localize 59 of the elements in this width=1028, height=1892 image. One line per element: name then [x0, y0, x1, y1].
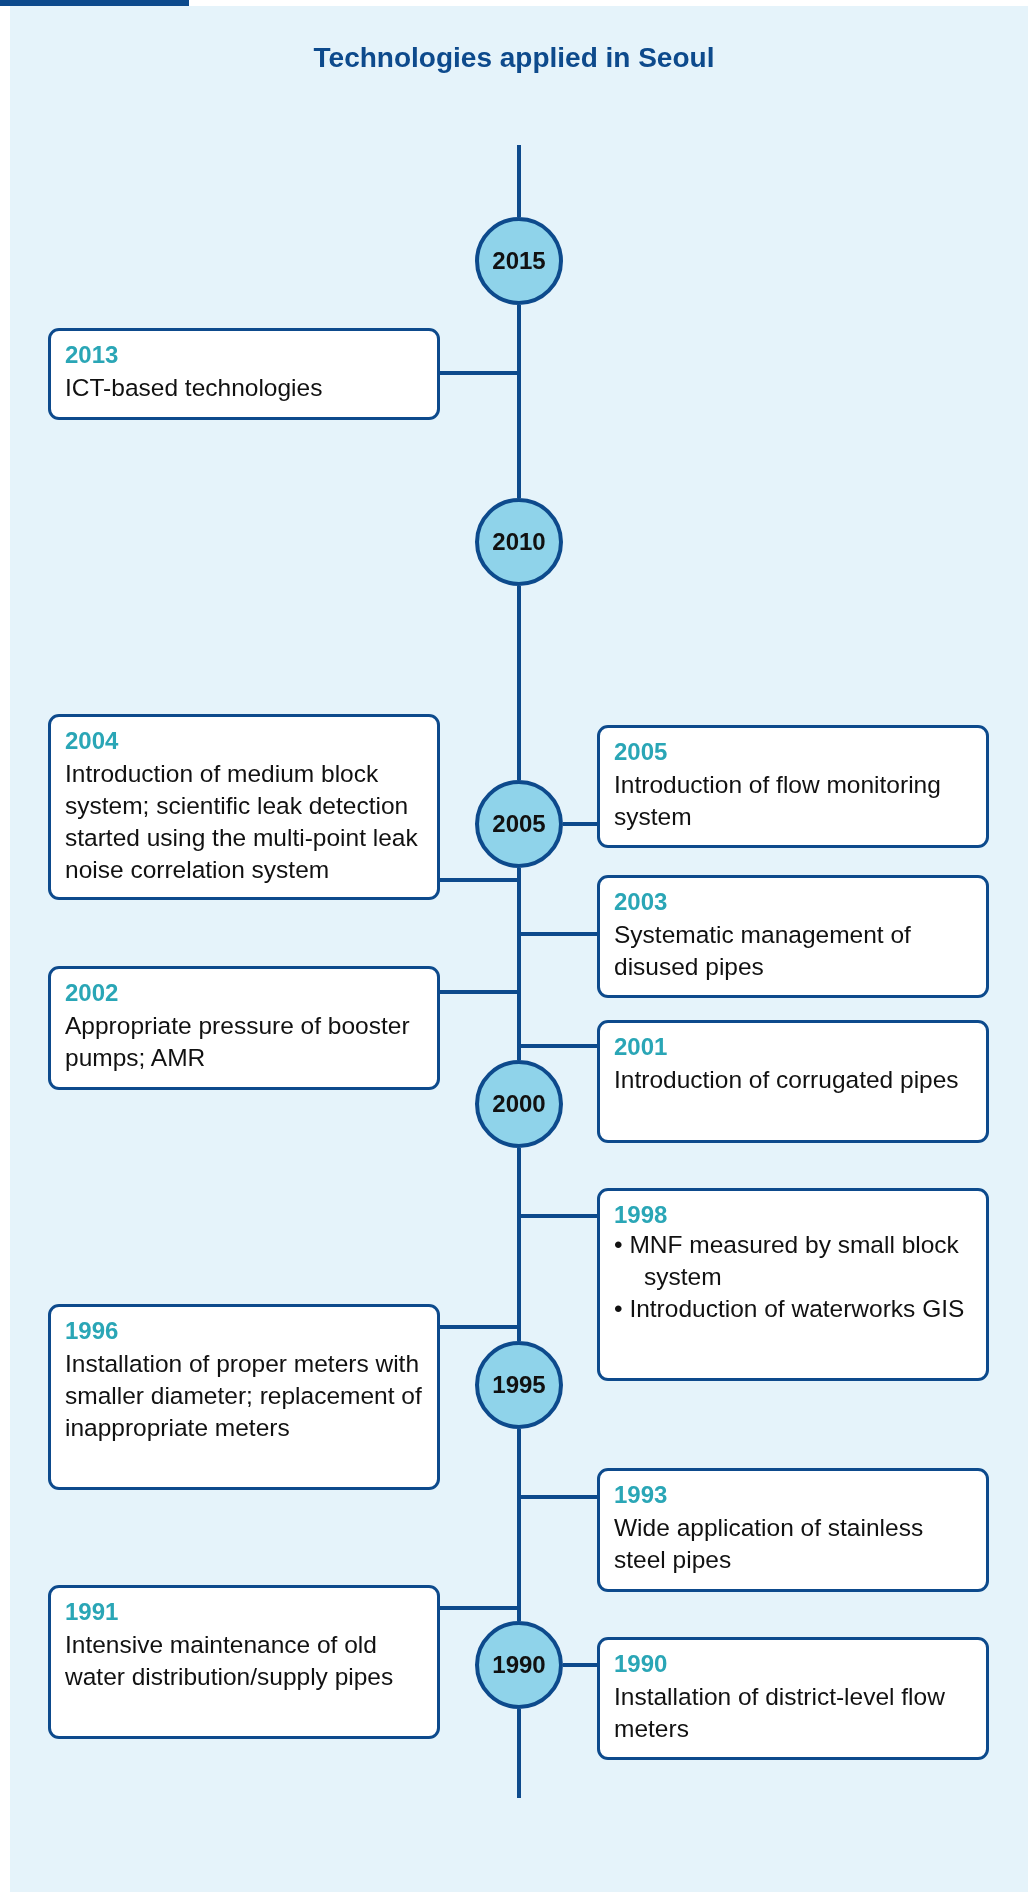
- event-box: [597, 725, 989, 848]
- year-label: 2005: [492, 810, 546, 838]
- timeline-line: [517, 586, 521, 780]
- event-box: [597, 1468, 989, 1592]
- connector-line: [519, 1495, 597, 1499]
- timeline-line: [517, 868, 521, 1060]
- event-description: Wide application of stainless steel pipes: [614, 1513, 925, 1575]
- event-description: Installation of district-level flow meters: [614, 1682, 946, 1744]
- bullet-item: • MNF measured by small block system: [614, 1230, 960, 1292]
- year-label: 1993: [614, 1481, 669, 1509]
- connector-line: [440, 1325, 519, 1329]
- connector-line: [440, 1606, 519, 1610]
- year-label: 2003: [614, 888, 669, 916]
- connector-line: [519, 1214, 597, 1218]
- year-label: 1996: [65, 1317, 120, 1345]
- year-label: 1991: [65, 1598, 120, 1626]
- year-label: 1990: [614, 1650, 669, 1678]
- event-description: Appropriate pressure of booster pumps; AMR: [65, 1011, 411, 1073]
- connector-line: [519, 932, 597, 936]
- event-box: [597, 1637, 989, 1760]
- year-label: 1998: [614, 1201, 669, 1229]
- event-box: [48, 1304, 440, 1490]
- connector-line: [563, 822, 597, 826]
- connector-line: [517, 1709, 521, 1798]
- event-box: [48, 328, 440, 420]
- connector-line: [517, 145, 521, 217]
- year-label: 2015: [492, 247, 546, 275]
- year-label: 1990: [492, 1651, 546, 1679]
- year-label: 2013: [65, 341, 120, 369]
- event-description: Introduction of medium block system; scientific leak detection started using the multi-point leak noise correlation system: [65, 759, 419, 885]
- timeline-line: [517, 1148, 521, 1341]
- event-description: Intensive maintenance of old water distribution/supply pipes: [65, 1630, 395, 1692]
- diagram-title: Technologies applied in Seoul: [312, 42, 716, 74]
- event-description: ICT-based technologies: [65, 373, 324, 403]
- event-box: [597, 1020, 989, 1143]
- event-box: [48, 966, 440, 1090]
- connector-line: [440, 371, 519, 375]
- connector-line: [563, 1663, 597, 1667]
- year-label: 1995: [492, 1371, 546, 1399]
- year-label: 2010: [492, 528, 546, 556]
- event-box: [48, 714, 440, 900]
- event-description: Introduction of flow monitoring system: [614, 770, 942, 832]
- connector-line: [440, 990, 519, 994]
- year-label: 2004: [65, 727, 120, 755]
- bullet-item: • Introduction of waterworks GIS: [614, 1294, 966, 1324]
- event-box: [597, 1188, 989, 1381]
- timeline-line: [517, 1429, 521, 1621]
- year-label: 2002: [65, 979, 120, 1007]
- year-label: 2001: [614, 1033, 669, 1061]
- year-label: 2005: [614, 738, 669, 766]
- event-description: Introduction of corrugated pipes: [614, 1065, 960, 1095]
- year-label: 2000: [492, 1090, 546, 1118]
- connector-line: [519, 1044, 597, 1048]
- event-box: [597, 875, 989, 998]
- timeline-line: [517, 305, 521, 498]
- connector-line: [440, 878, 519, 882]
- event-description: Installation of proper meters with smaller diameter; replacement of inappropriate meters: [65, 1349, 423, 1443]
- event-box: [48, 1585, 440, 1739]
- event-description: Systematic management of disused pipes: [614, 920, 912, 982]
